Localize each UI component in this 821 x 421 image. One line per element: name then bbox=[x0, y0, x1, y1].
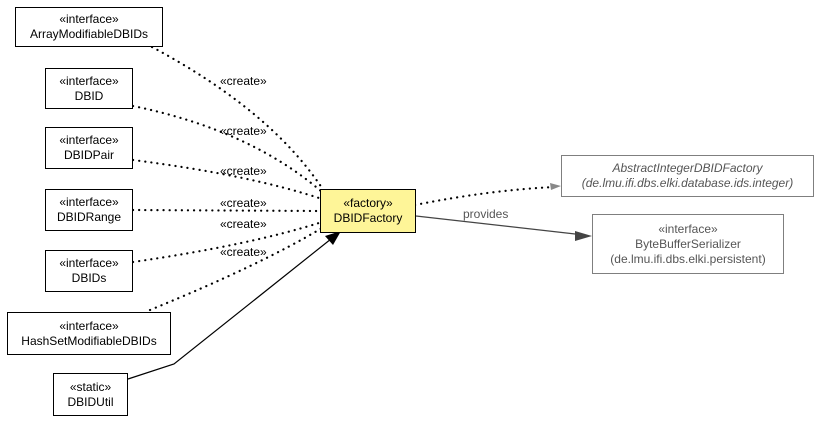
node-dbids[interactable]: «interface» DBIDs bbox=[45, 250, 133, 292]
node-abstract-integer-dbid-factory[interactable]: AbstractIntegerDBIDFactory (de.lmu.ifi.d… bbox=[561, 155, 814, 197]
class-name: ByteBufferSerializer bbox=[635, 236, 741, 251]
stereotype-label: «interface» bbox=[59, 133, 119, 147]
package-name: (de.lmu.ifi.dbs.elki.persistent) bbox=[610, 251, 766, 266]
class-name: HashSetModifiableDBIDs bbox=[21, 333, 157, 348]
edge-create-dbid-range bbox=[131, 208, 324, 213]
stereotype-label: «factory» bbox=[343, 196, 393, 210]
stereotype-label: «interface» bbox=[59, 12, 119, 26]
create-label-dbid-range: «create» bbox=[220, 196, 267, 210]
edge-dbidutil-to-factory bbox=[127, 234, 337, 380]
class-name: DBID bbox=[74, 88, 104, 103]
node-byte-buffer-serializer[interactable]: «interface» ByteBufferSerializer (de.lmu… bbox=[592, 214, 784, 274]
class-name: DBIDPair bbox=[63, 148, 114, 162]
node-array-modifiable-dbids[interactable]: «interface» ArrayModifiableDBIDs bbox=[15, 7, 163, 47]
node-dbid-util[interactable]: «static» DBIDUtil bbox=[53, 373, 128, 416]
stereotype-label: «static» bbox=[69, 379, 112, 394]
create-label-hashset: «create» bbox=[220, 245, 267, 259]
class-name: AbstractIntegerDBIDFactory bbox=[612, 161, 763, 175]
class-name: DBIDRange bbox=[56, 210, 122, 224]
stereotype-label: «interface» bbox=[658, 221, 718, 236]
edge-factory-to-abstract bbox=[413, 185, 557, 207]
arrowhead-provides bbox=[575, 231, 592, 241]
create-label-dbids: «create» bbox=[220, 217, 267, 231]
class-name: DBIDs bbox=[71, 271, 107, 285]
edge-create-array-modifiable bbox=[150, 45, 324, 190]
arrowhead-to-factory bbox=[325, 231, 341, 245]
stereotype-label: «interface» bbox=[59, 73, 119, 88]
package-name: (de.lmu.ifi.dbs.elki.database.ids.intege… bbox=[581, 176, 794, 190]
node-dbid[interactable]: «interface» DBID bbox=[45, 68, 133, 109]
stereotype-label: «interface» bbox=[59, 195, 119, 209]
class-name: DBIDUtil bbox=[67, 394, 114, 409]
provides-label: provides bbox=[463, 207, 509, 221]
edge-create-hashset bbox=[148, 226, 324, 312]
arrowhead-to-abstract bbox=[550, 183, 561, 190]
create-label-dbid: «create» bbox=[220, 124, 267, 138]
node-hashset-modifiable-dbids[interactable]: «interface» HashSetModifiableDBIDs bbox=[7, 312, 171, 355]
node-dbid-range[interactable]: «interface» DBIDRange bbox=[45, 189, 133, 231]
node-dbid-factory[interactable]: «factory» DBIDFactory bbox=[320, 189, 416, 233]
create-label-array-modifiable: «create» bbox=[220, 74, 267, 88]
edge-provides bbox=[415, 215, 585, 236]
stereotype-label: «interface» bbox=[59, 318, 119, 333]
stereotype-label: «interface» bbox=[59, 256, 119, 270]
class-name: DBIDFactory bbox=[333, 211, 403, 225]
node-dbid-pair[interactable]: «interface» DBIDPair bbox=[45, 127, 133, 169]
edge-create-dbid bbox=[131, 104, 324, 194]
class-name: ArrayModifiableDBIDs bbox=[29, 27, 149, 41]
create-label-dbid-pair: «create» bbox=[220, 164, 267, 178]
